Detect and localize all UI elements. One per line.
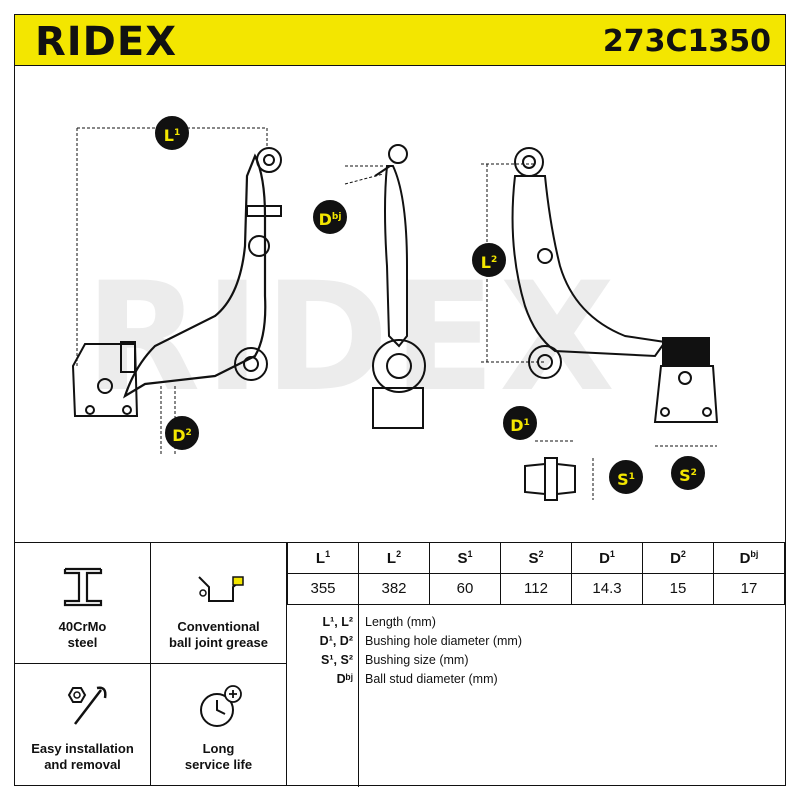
spec-header: S2 <box>500 541 572 574</box>
badge-s1: S1 <box>609 460 643 494</box>
legend-key: Dᵇʲ <box>336 672 353 686</box>
legend-desc: Bushing size (mm) <box>365 653 469 667</box>
spec-header: L1 <box>287 541 359 574</box>
legend-desc: Length (mm) <box>365 615 436 629</box>
feature-label: Conventional ball joint grease <box>169 619 268 650</box>
feature-material: 40CrMo steel <box>15 543 151 664</box>
spec-header: S1 <box>429 541 501 574</box>
spec-value: 382 <box>358 572 430 605</box>
feature-installation: Easy installation and removal <box>15 664 151 785</box>
spec-value: 60 <box>429 572 501 605</box>
badge-dbj: Dbj <box>313 200 347 234</box>
bushing-detail <box>524 457 576 501</box>
legend-key: S¹, S² <box>321 653 353 667</box>
arm-front-view <box>71 147 282 417</box>
badge-l2: L2 <box>472 243 506 277</box>
part-number: 273C1350 <box>602 24 771 59</box>
control-arm-drawing <box>71 127 719 501</box>
spec-value: 15 <box>642 572 714 605</box>
spec-panel: 40CrMo steel Conventional ball joint gre… <box>14 541 787 787</box>
clock-plus-icon <box>200 685 242 727</box>
spec-header: Dbj <box>713 541 785 574</box>
arm-rear-view <box>511 147 719 423</box>
header-bar: RIDEX 273C1350 <box>14 14 786 66</box>
badge-d1: D1 <box>503 406 537 440</box>
legend-key: D¹, D² <box>319 634 353 648</box>
badge-l1: L1 <box>155 116 189 150</box>
legend-desc: Ball stud diameter (mm) <box>365 672 498 686</box>
spec-header: D2 <box>642 541 714 574</box>
badge-d2: D2 <box>165 416 199 450</box>
legend-desc: Bushing hole diameter (mm) <box>365 634 523 648</box>
spec-value: 112 <box>500 572 572 605</box>
legend-key: L¹, L² <box>322 615 353 629</box>
feature-grease: Conventional ball joint grease <box>151 543 287 664</box>
dimension-legend: L¹, L² Length (mm) D¹, D² Bushing hole d… <box>287 605 787 787</box>
spec-value: 355 <box>287 572 359 605</box>
arm-side-view <box>372 144 426 429</box>
spec-value-row: 355 382 60 112 14.3 15 17 <box>287 572 785 605</box>
spec-value: 17 <box>713 572 785 605</box>
spec-header: L2 <box>358 541 430 574</box>
feature-service-life: Long service life <box>151 664 287 785</box>
grease-can-icon <box>198 576 244 602</box>
feature-label: Long service life <box>184 741 253 772</box>
spec-header: D1 <box>571 541 643 574</box>
feature-label: Easy installation and removal <box>31 741 134 772</box>
spec-value: 14.3 <box>571 572 643 605</box>
spec-table: L1 L2 S1 S2 D1 D2 Dbj 355 382 60 112 14.… <box>287 541 785 605</box>
brand-logo: RIDEX <box>35 19 178 65</box>
feature-label: 40CrMo steel <box>58 619 107 650</box>
spec-header-row: L1 L2 S1 S2 D1 D2 Dbj <box>287 541 785 574</box>
technical-drawing: RIDEX <box>14 66 786 542</box>
wrench-nut-icon <box>67 686 107 725</box>
legend-key-column <box>287 605 359 787</box>
badge-s2: S2 <box>671 456 705 490</box>
i-beam-icon <box>63 567 103 607</box>
